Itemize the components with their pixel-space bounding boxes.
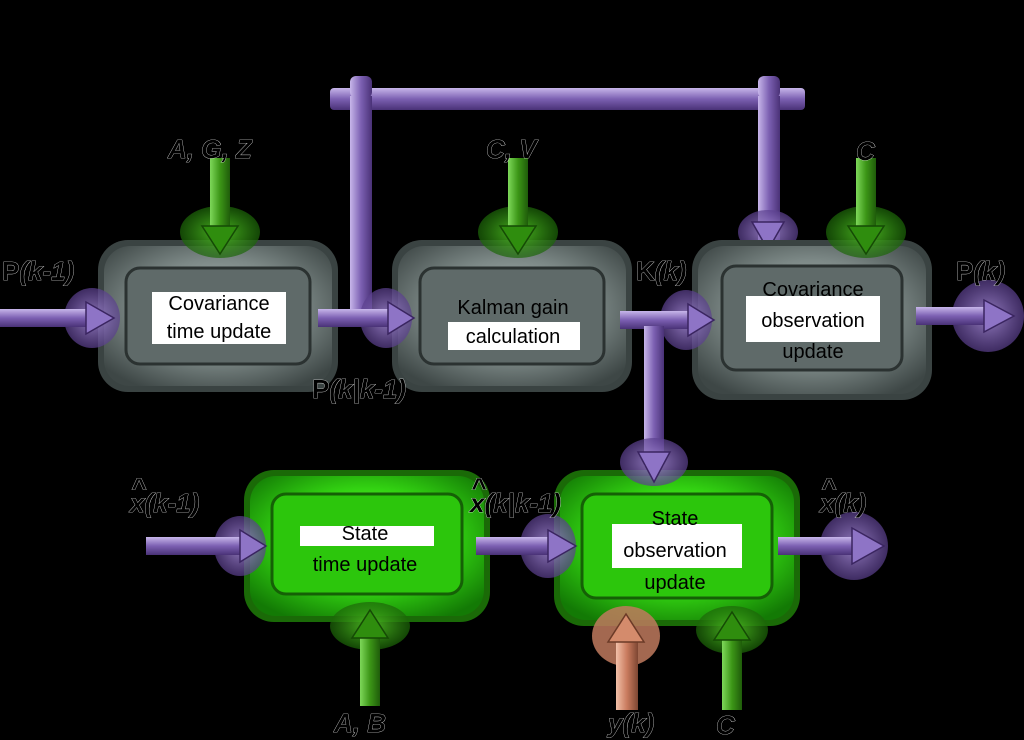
svg-text:^: ^ xyxy=(131,472,147,502)
svg-text:x(k|k-1): x(k|k-1) xyxy=(468,488,561,518)
label-yk: y(k) xyxy=(606,708,654,738)
arrow-x-out xyxy=(778,512,888,580)
state-time-update-block: State time update xyxy=(244,470,490,622)
feedback-bus-corner-left xyxy=(350,76,372,98)
label-gain: K(k) xyxy=(636,256,687,286)
feedback-bus-corner-right xyxy=(758,76,780,98)
svg-text:^: ^ xyxy=(821,472,837,502)
feedback-bus-horizontal xyxy=(330,88,805,110)
state-time-update-label-2: time update xyxy=(313,554,418,576)
arrow-cv-down xyxy=(478,158,558,258)
svg-text:x(k): x(k) xyxy=(818,488,866,518)
arrow-gain-down xyxy=(620,326,688,486)
arrow-c-top-down xyxy=(826,158,906,258)
arrow-p-pred xyxy=(318,288,416,348)
label-p-out: P(k) xyxy=(956,256,1005,286)
signal-labels: A, G, Z C, V C P(k-1) K(k) P(k) P(k|k-1)… xyxy=(2,134,1006,740)
feedback-bus-right-vertical xyxy=(758,96,780,241)
label-ab: A, B xyxy=(333,708,386,738)
svg-text:x(k-1): x(k-1) xyxy=(128,488,199,518)
state-time-update-label-1: State xyxy=(342,523,389,545)
covariance-observation-update-label-3: update xyxy=(782,341,843,363)
feedback-bus-left-vertical xyxy=(350,96,372,314)
arrow-agz-down xyxy=(180,158,260,258)
arrow-gain xyxy=(620,290,716,350)
label-c-top: C xyxy=(856,136,876,166)
label-x-prev: x(k-1) ^ xyxy=(128,472,200,519)
covariance-time-update-label-1: Covariance xyxy=(168,293,269,315)
state-time-update-label-bg xyxy=(300,526,434,546)
state-observation-update-label-1: State xyxy=(652,508,699,530)
covariance-observation-update-block: Covariance observation update xyxy=(692,240,932,400)
label-x-out: x(k) ^ xyxy=(818,472,867,519)
label-agz: A, G, Z xyxy=(167,134,253,164)
arrow-ab-up xyxy=(330,602,410,706)
label-p-pred: P(k|k-1) xyxy=(312,374,406,404)
arrow-c-bottom-up xyxy=(696,606,768,710)
covariance-time-update-label-bg xyxy=(152,292,286,344)
covariance-observation-update-label-bg xyxy=(746,296,880,342)
state-observation-update-label-3: update xyxy=(644,572,705,594)
arrow-x-pred xyxy=(476,514,578,578)
kalman-gain-label-bg xyxy=(448,322,580,350)
kalman-gain-label-1: Kalman gain xyxy=(457,297,568,319)
state-observation-update-label-bg xyxy=(612,524,742,568)
kalman-gain-label-2: calculation xyxy=(466,326,561,348)
signal-arrows xyxy=(0,280,1024,580)
arrow-p-out xyxy=(916,280,1024,352)
covariance-time-update-label-2: time update xyxy=(167,321,272,343)
covariance-observation-update-label-1: Covariance xyxy=(762,279,863,301)
arrow-measurement-up xyxy=(592,606,660,710)
covariance-time-update-block: Covariance time update xyxy=(98,240,338,392)
kalman-gain-block: Kalman gain calculation xyxy=(392,240,632,392)
svg-text:^: ^ xyxy=(471,472,487,502)
covariance-observation-update-label-2: observation xyxy=(761,310,864,332)
label-x-pred: x(k|k-1) ^ xyxy=(468,472,562,519)
state-observation-update-block: State observation update xyxy=(554,470,800,626)
label-c-bottom: C xyxy=(716,710,736,740)
feedback-arrowhead xyxy=(750,221,786,252)
arrow-p-prev-in xyxy=(0,288,120,348)
parameter-arrows xyxy=(180,158,906,710)
state-observation-update-label-2: observation xyxy=(623,540,726,562)
arrow-x-prev-in xyxy=(146,516,268,576)
label-p-prev: P(k-1) xyxy=(2,256,74,286)
label-cv: C, V xyxy=(486,134,539,164)
